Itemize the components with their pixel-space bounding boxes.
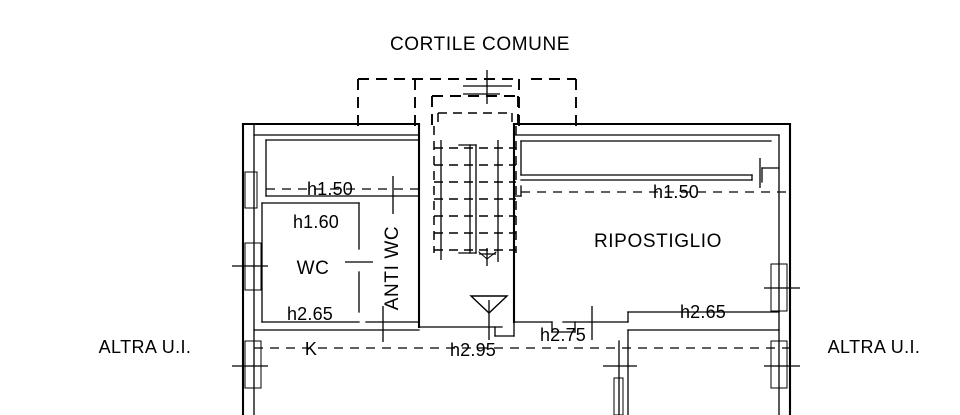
window-left-wc	[232, 242, 268, 291]
window-right-upper	[764, 263, 800, 312]
height-label-h150-right: h1.50	[653, 182, 699, 202]
neighbor-label-left: ALTRA U.I.	[99, 337, 192, 357]
window-left-lower	[232, 340, 268, 389]
staircase-dashed-icon	[433, 126, 517, 266]
down-triangle-level-icon	[469, 295, 509, 340]
height-label-h160-wc: h1.60	[293, 212, 339, 232]
room-anti-wc-walls	[365, 306, 420, 342]
threshold-center	[418, 321, 576, 337]
height-label-h295: h2.95	[450, 340, 496, 360]
upper-floor-dashed-outline	[357, 70, 577, 126]
room-ripostiglio-walls	[513, 140, 790, 340]
window-right-lower	[764, 340, 800, 389]
neighbor-label-right: ALTRA U.I.	[828, 337, 921, 357]
height-label-h265-right: h2.65	[680, 302, 726, 322]
room-code-k: K	[305, 339, 317, 359]
left-low-height-strip	[265, 139, 420, 214]
room-label-ripostiglio: RIPOSTIGLIO	[594, 231, 722, 252]
height-label-h150-left: h1.50	[307, 179, 353, 199]
lower-unit-walls	[253, 329, 780, 415]
height-label-h275: h2.75	[540, 325, 586, 345]
plan-title: CORTILE COMUNE	[390, 34, 570, 55]
room-label-anti-wc: ANTI WC	[382, 226, 403, 310]
room-label-wc: WC	[297, 258, 330, 279]
height-label-h265-wc: h2.65	[287, 304, 333, 324]
window-left-upper	[244, 171, 258, 209]
room-wc-walls	[261, 202, 373, 323]
